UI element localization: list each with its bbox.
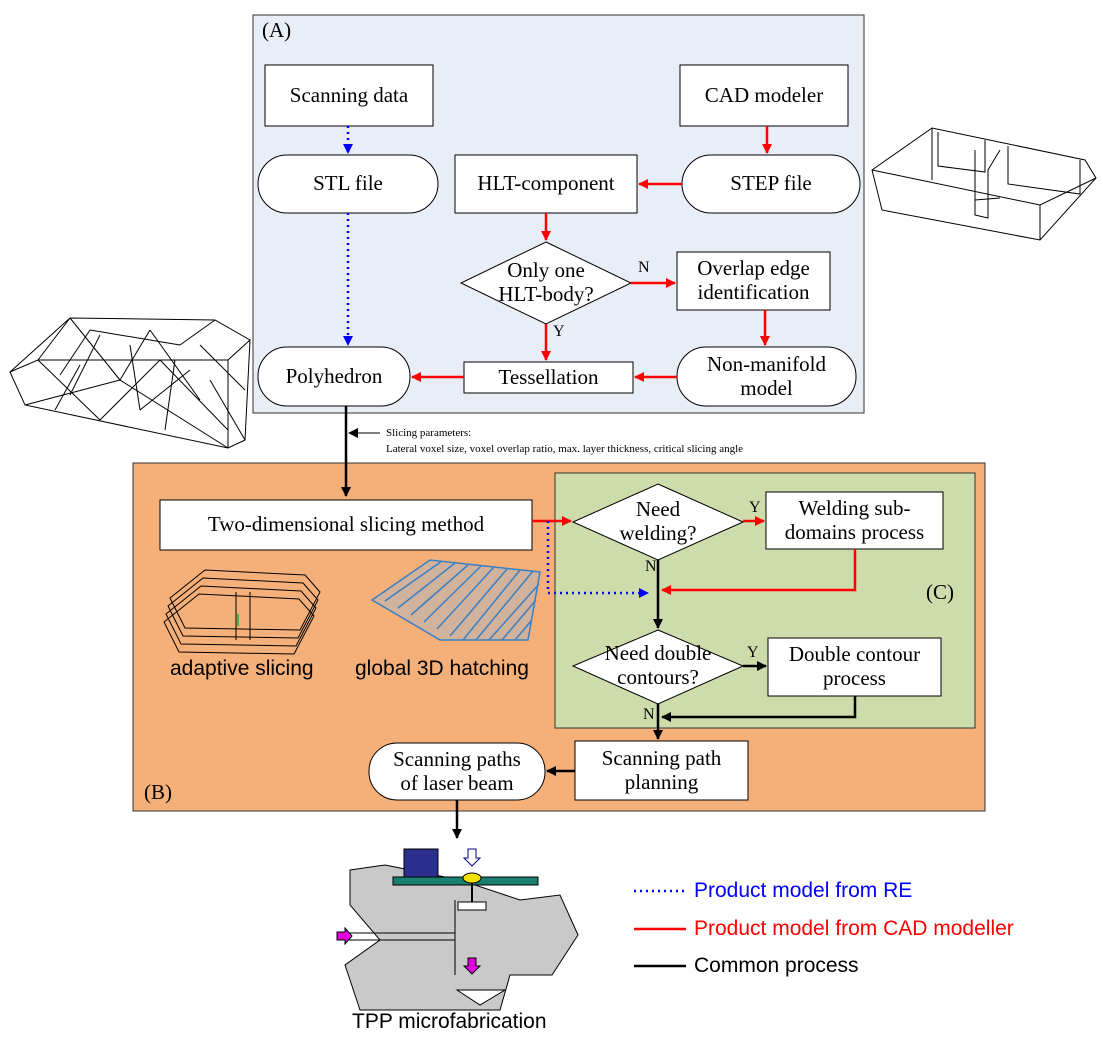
- panel-b-label: (B): [144, 780, 172, 804]
- slicing-parameters-title: Slicing parameters:: [386, 427, 472, 439]
- double-contour-box: [767, 637, 942, 697]
- welding-sub-domains-label: Welding sub- domains process: [784, 495, 925, 544]
- slicing-parameters-list: Lateral voxel size, voxel overlap ratio,…: [386, 443, 744, 455]
- edge-label-y-hlt: Y: [553, 323, 565, 340]
- scanning-data-box: [264, 64, 434, 127]
- scanning-path-planning-label: Scanning path planning: [601, 745, 722, 794]
- need-double-contours-label: Need double contours?: [604, 641, 712, 689]
- tpp-apparatus-illustration: [336, 848, 579, 1011]
- edge-double-return: [661, 696, 857, 722]
- cad-modeler-box: [679, 64, 849, 127]
- two-dimensional-slicing-label: Two-dimensional slicing method: [207, 512, 485, 537]
- cad-wireframe-illustration: [871, 127, 1097, 241]
- polyhedron-label: Polyhedron: [285, 363, 383, 388]
- welding-sub-domains-box: [765, 491, 944, 550]
- global-hatching-caption: global 3D hatching: [355, 657, 529, 680]
- only-one-hlt-body-label: Only one HLT-body?: [498, 258, 594, 306]
- edge-label-n-hlt: N: [638, 259, 650, 276]
- edge-slicing-bypass-re: [546, 521, 649, 598]
- adaptive-slicing-illustration: [163, 569, 321, 655]
- edge-label-n-welding: N: [645, 558, 657, 575]
- hlt-component-label: HLT-component: [477, 171, 615, 196]
- polyhedron-mesh-illustration: [9, 317, 251, 449]
- overlap-edge-box: [676, 251, 831, 311]
- two-dimensional-slicing-box: [159, 499, 533, 551]
- scanning-paths-laser-label: Scanning paths of laser beam: [393, 746, 521, 795]
- tessellation-label: Tessellation: [498, 364, 599, 389]
- edge-label-n-double: N: [643, 706, 655, 723]
- panel-a-label: (A): [262, 18, 292, 42]
- tpp-microfabrication-caption: TPP microfabrication: [352, 1010, 547, 1033]
- need-welding-label: Need welding?: [619, 497, 697, 545]
- step-file-label: STEP file: [730, 171, 812, 196]
- adaptive-slicing-caption: adaptive slicing: [170, 657, 314, 680]
- overlap-edge-label: Overlap edge identification: [697, 256, 810, 304]
- non-manifold-label: Non-manifold model: [707, 351, 826, 400]
- panel-c-label: (C): [926, 580, 954, 604]
- polyhedron-box: [257, 346, 411, 407]
- edge-label-y-welding: Y: [749, 499, 761, 516]
- double-contour-label: Double contour process: [788, 642, 921, 690]
- legend-cad-label: Product model from CAD modeller: [694, 917, 1014, 940]
- scanning-data-label: Scanning data: [289, 82, 409, 107]
- legend-common-label: Common process: [694, 954, 859, 977]
- legend-re-label: Product model from RE: [694, 879, 913, 902]
- stl-file-label: STL file: [313, 171, 383, 196]
- edge-welding-return: [661, 549, 857, 595]
- cad-modeler-label: CAD modeler: [704, 82, 824, 107]
- edge-label-y-double: Y: [747, 644, 759, 661]
- global-hatching-illustration: [370, 559, 541, 641]
- scanning-path-planning-box: [574, 740, 749, 801]
